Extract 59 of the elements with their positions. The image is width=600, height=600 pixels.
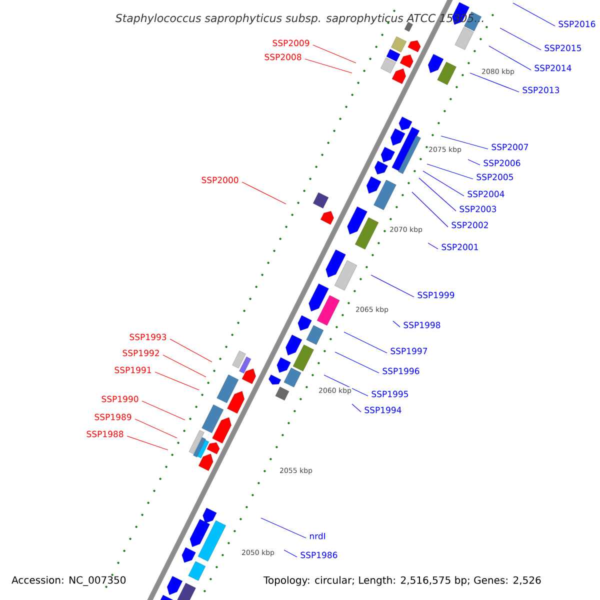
leader-line	[334, 352, 380, 374]
gene-label: SSP1991	[114, 366, 152, 374]
leader-line	[418, 178, 456, 212]
gene-label: SSP2013	[522, 86, 560, 94]
gene-label: SSP2007	[492, 144, 528, 150]
gene-label: SSP2009	[272, 40, 310, 46]
gene-label: SSP1990	[102, 396, 138, 402]
leader-line	[284, 550, 298, 558]
leader-line	[412, 192, 448, 228]
leader-line	[440, 136, 488, 150]
leader-line	[324, 374, 368, 396]
leader-line	[500, 28, 542, 50]
gene-label: SSP1989	[94, 414, 132, 420]
leader-line	[468, 159, 480, 166]
leader-line	[392, 320, 400, 328]
gene-label: SSP2004	[468, 190, 504, 198]
footer-text: Accession: NC_007350	[12, 576, 126, 586]
leader-line	[426, 164, 474, 180]
map-title: Staphylococcus saprophyticus subsp. saprophyticus ATCC 15305...	[115, 14, 484, 24]
leader-line	[304, 58, 352, 74]
leader-line	[126, 436, 168, 450]
leader-line	[512, 2, 556, 26]
footer-text: Topology: circular; Length: 2,516,575 bp; Genes: 2,526	[264, 576, 541, 586]
gene-label: SSP2015	[544, 44, 581, 52]
gene-label: SSP1992	[122, 350, 159, 356]
gene-label: SSP1997	[390, 348, 428, 354]
leader-line	[154, 372, 200, 390]
gene-label: SSP1998	[404, 322, 440, 328]
leader-line	[488, 46, 532, 70]
leader-line	[260, 518, 306, 538]
leader-line	[134, 418, 178, 438]
gene-label: SSP1993	[130, 334, 166, 340]
leader-line	[370, 274, 414, 298]
leader-line	[142, 400, 186, 420]
gene-label: SSP2016	[558, 20, 596, 28]
gene-label: SSP1996	[382, 368, 420, 374]
gene-label: SSP1999	[418, 292, 454, 298]
gene-label: SSP2001	[442, 244, 478, 250]
leader-line	[344, 332, 388, 354]
gene-label: SSP1995	[372, 390, 408, 398]
leader-line	[162, 354, 206, 378]
gene-label: SSP2003	[460, 206, 496, 212]
leader-line	[428, 242, 438, 250]
leader-line	[352, 404, 362, 412]
gene-label: SSP2005	[476, 174, 513, 180]
leader-line	[170, 338, 212, 362]
leader-line	[242, 182, 286, 204]
gene-label: SSP2006	[484, 160, 520, 166]
leader-line	[470, 72, 520, 92]
gene-label: nrdI	[310, 532, 326, 540]
gene-label: SSP2008	[264, 54, 302, 60]
gene-label: SSP2000	[202, 176, 238, 184]
gene-label: SSP1988	[86, 430, 124, 438]
gene-label: SSP1994	[364, 406, 402, 414]
gene-label: SSP2002	[452, 222, 488, 228]
leader-line	[312, 44, 356, 64]
gene-label: SSP1986	[300, 552, 338, 558]
gene-label: SSP2014	[534, 64, 572, 72]
leader-line	[422, 170, 464, 196]
